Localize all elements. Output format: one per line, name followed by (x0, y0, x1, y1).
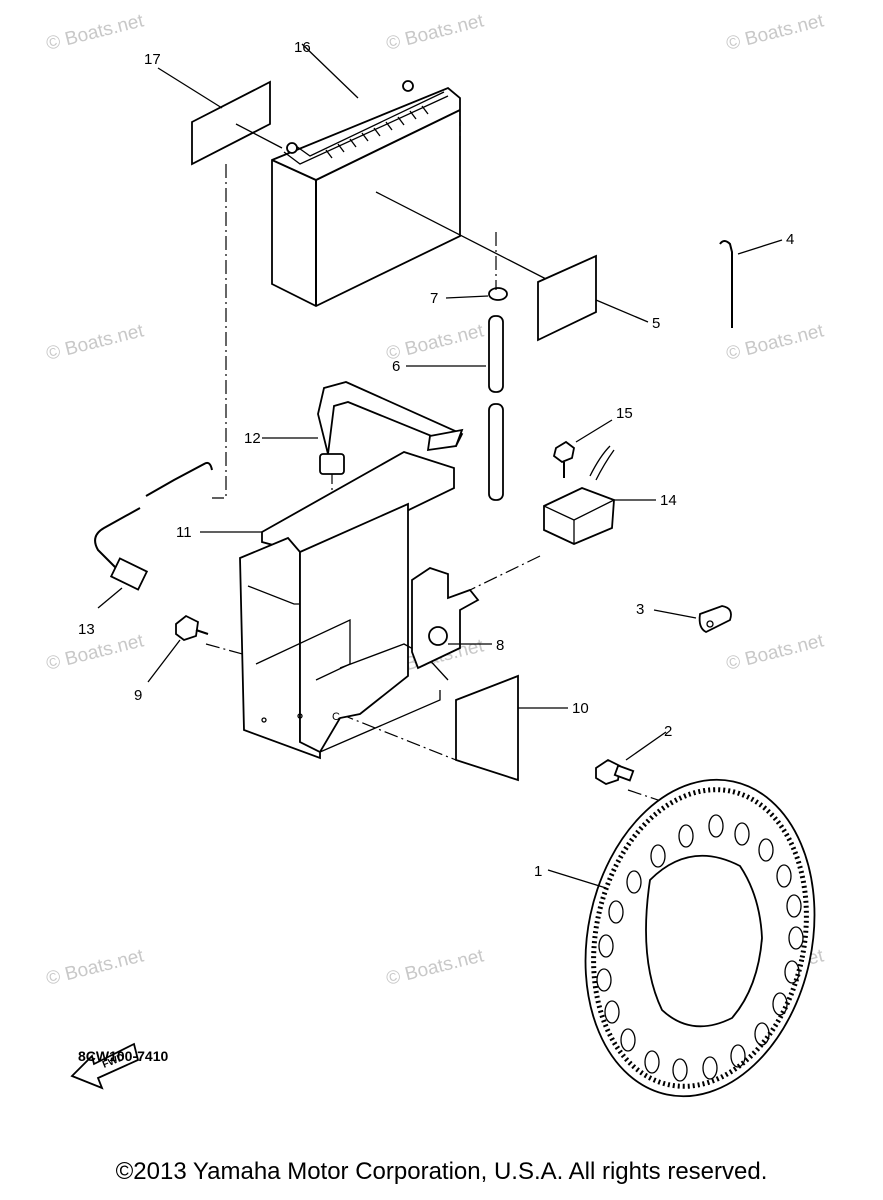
part-3-clamp[interactable] (653, 605, 732, 634)
watermark: © Boats.net (44, 10, 146, 55)
callout-3: 3 (636, 601, 644, 618)
copyright-notice: ©2013 Yamaha Motor Corporation, U.S.A. A… (115, 1158, 768, 1185)
callout-7: 7 (430, 290, 438, 307)
part-6-breather-hose[interactable] (406, 315, 504, 501)
callout-9: 9 (134, 687, 142, 704)
diagram-code: 8CW100-7410 (78, 1048, 169, 1064)
part-12-strap[interactable] (262, 381, 464, 475)
part-9-bolt[interactable] (147, 614, 209, 683)
part-1-disc[interactable] (547, 758, 843, 1118)
watermark: © Boats.net (384, 10, 486, 55)
battery-box[interactable]: C (239, 502, 449, 760)
part-8-bracket[interactable] (411, 567, 492, 670)
watermark: © Boats.net (384, 945, 486, 990)
callout-16: 16 (294, 39, 311, 56)
part-17-label-sheet[interactable] (157, 67, 283, 166)
callout-14: 14 (660, 492, 677, 509)
callout-1: 1 (534, 863, 542, 880)
part-16-battery[interactable] (271, 43, 549, 308)
part-4-clip[interactable] (719, 239, 783, 328)
part-13-lead-wire[interactable] (94, 461, 213, 609)
watermark: © Boats.net (724, 320, 826, 365)
watermark: © Boats.net (44, 945, 146, 990)
part-2-bolt[interactable] (595, 731, 667, 785)
callout-6: 6 (392, 358, 400, 375)
part-14-starter-relay[interactable] (543, 445, 656, 545)
callout-10: 10 (572, 700, 589, 717)
callout-13: 13 (78, 621, 95, 638)
watermark: © Boats.net (44, 630, 146, 675)
callout-5: 5 (652, 315, 660, 332)
watermark: © Boats.net (44, 320, 146, 365)
part-7-cap[interactable] (445, 287, 508, 301)
part-15-bolt[interactable] (552, 419, 613, 478)
callout-4: 4 (786, 231, 794, 248)
callout-15: 15 (616, 405, 633, 422)
part-11-sheet[interactable] (200, 451, 455, 557)
part-5-pad[interactable] (537, 254, 649, 342)
callout-2: 2 (664, 723, 672, 740)
callout-12: 12 (244, 430, 261, 447)
callout-8: 8 (496, 637, 504, 654)
part-10-cover[interactable] (455, 674, 568, 782)
callout-11: 11 (176, 524, 192, 541)
watermark: © Boats.net (724, 10, 826, 55)
fwd-arrow-icon: FWD (70, 1042, 140, 1090)
callout-17: 17 (144, 51, 161, 68)
watermark: © Boats.net (724, 630, 826, 675)
svg-text:C: C (332, 711, 340, 723)
